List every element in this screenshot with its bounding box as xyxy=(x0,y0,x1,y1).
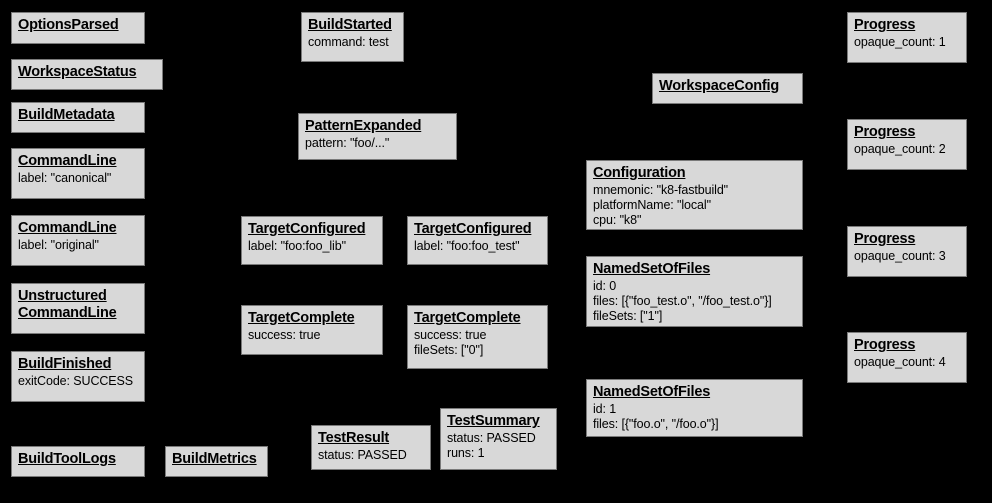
node-fields: opaque_count: 3 xyxy=(854,249,960,264)
node-title: PatternExpanded xyxy=(305,118,422,134)
node-fields: opaque_count: 2 xyxy=(854,142,960,157)
node-field: id: 0 xyxy=(593,279,617,294)
node-field: fileSets: ["0"] xyxy=(414,342,484,357)
node-title: NamedSetOfFiles xyxy=(593,384,711,400)
node-title: BuildStarted xyxy=(308,17,392,33)
node-title: Progress xyxy=(854,231,916,247)
node-field: exitCode: SUCCESS xyxy=(18,374,134,389)
node-title: CommandLine xyxy=(18,153,117,169)
node-build-metrics[interactable]: BuildMetrics xyxy=(165,446,268,477)
node-field: command: test xyxy=(308,35,389,50)
node-target-complete-lib[interactable]: TargetComplete success: true xyxy=(241,305,383,355)
node-workspace-config[interactable]: WorkspaceConfig xyxy=(652,73,803,104)
node-title: BuildMetadata xyxy=(18,107,115,123)
node-title: WorkspaceConfig xyxy=(659,78,780,94)
node-title: Unstructured CommandLine xyxy=(18,288,117,322)
node-title: OptionsParsed xyxy=(18,17,119,33)
node-fields: mnemonic: "k8-fastbuild"platformName: "l… xyxy=(593,183,796,227)
node-unstructured-command-line[interactable]: Unstructured CommandLine xyxy=(11,283,145,334)
node-title: Progress xyxy=(854,337,916,353)
node-field: mnemonic: "k8-fastbuild" xyxy=(593,183,729,198)
node-title: Configuration xyxy=(593,165,686,181)
node-build-tool-logs[interactable]: BuildToolLogs xyxy=(11,446,145,477)
node-target-configured-foo-test[interactable]: TargetConfigured label: "foo:foo_test" xyxy=(407,216,548,265)
node-fields: status: PASSED xyxy=(318,448,424,463)
node-field: success: true xyxy=(414,328,487,343)
node-fields: pattern: "foo/..." xyxy=(305,136,450,151)
node-field: platformName: "local" xyxy=(593,197,711,212)
node-progress-4[interactable]: Progress opaque_count: 4 xyxy=(847,332,967,383)
node-fields: success: true xyxy=(248,328,376,343)
node-pattern-expanded[interactable]: PatternExpanded pattern: "foo/..." xyxy=(298,113,457,160)
node-field: status: PASSED xyxy=(447,431,536,446)
node-build-finished[interactable]: BuildFinished exitCode: SUCCESS xyxy=(11,351,145,402)
node-field: id: 1 xyxy=(593,402,617,417)
node-target-configured-foo-lib[interactable]: TargetConfigured label: "foo:foo_lib" xyxy=(241,216,383,265)
node-progress-2[interactable]: Progress opaque_count: 2 xyxy=(847,119,967,170)
node-configuration[interactable]: Configuration mnemonic: "k8-fastbuild"pla… xyxy=(586,160,803,230)
node-field: success: true xyxy=(248,328,321,343)
node-field: opaque_count: 2 xyxy=(854,142,946,157)
node-title: Progress xyxy=(854,124,916,140)
node-progress-1[interactable]: Progress opaque_count: 1 xyxy=(847,12,967,63)
node-field: cpu: "k8" xyxy=(593,212,642,227)
node-options-parsed[interactable]: OptionsParsed xyxy=(11,12,145,44)
node-command-line-canonical[interactable]: CommandLine label: "canonical" xyxy=(11,148,145,199)
node-title: TargetConfigured xyxy=(248,221,366,237)
node-fields: opaque_count: 4 xyxy=(854,355,960,370)
node-title: TargetComplete xyxy=(414,310,521,326)
node-field: pattern: "foo/..." xyxy=(305,136,390,151)
node-title: TargetConfigured xyxy=(414,221,532,237)
node-title: CommandLine xyxy=(18,220,117,236)
node-field: status: PASSED xyxy=(318,448,407,463)
node-workspace-status[interactable]: WorkspaceStatus xyxy=(11,59,163,90)
node-title: BuildFinished xyxy=(18,356,112,372)
node-fields: opaque_count: 1 xyxy=(854,35,960,50)
node-fields: command: test xyxy=(308,35,397,50)
node-fields: exitCode: SUCCESS xyxy=(18,374,138,389)
node-title: NamedSetOfFiles xyxy=(593,261,711,277)
node-title: TestResult xyxy=(318,430,390,446)
node-progress-3[interactable]: Progress opaque_count: 3 xyxy=(847,226,967,277)
node-title: TargetComplete xyxy=(248,310,355,326)
node-field: fileSets: ["1"] xyxy=(593,308,663,323)
node-field: runs: 1 xyxy=(447,445,485,460)
node-field: opaque_count: 3 xyxy=(854,249,946,264)
node-test-result[interactable]: TestResult status: PASSED xyxy=(311,425,431,470)
node-title: TestSummary xyxy=(447,413,540,429)
node-build-metadata[interactable]: BuildMetadata xyxy=(11,102,145,133)
node-field: label: "original" xyxy=(18,238,99,253)
node-fields: label: "canonical" xyxy=(18,171,138,186)
node-fields: label: "foo:foo_lib" xyxy=(248,239,376,254)
node-title: BuildToolLogs xyxy=(18,451,116,467)
node-fields: label: "original" xyxy=(18,238,138,253)
node-title: WorkspaceStatus xyxy=(18,64,137,80)
node-field: label: "canonical" xyxy=(18,171,112,186)
node-field: opaque_count: 1 xyxy=(854,35,946,50)
node-field: opaque_count: 4 xyxy=(854,355,946,370)
node-field: files: [{"foo_test.o", "/foo_test.o"}] xyxy=(593,293,772,308)
node-command-line-original[interactable]: CommandLine label: "original" xyxy=(11,215,145,266)
node-title: Progress xyxy=(854,17,916,33)
node-field: files: [{"foo.o", "/foo.o"}] xyxy=(593,416,719,431)
node-field: label: "foo:foo_lib" xyxy=(248,239,346,254)
node-build-started[interactable]: BuildStarted command: test xyxy=(301,12,404,62)
node-fields: label: "foo:foo_test" xyxy=(414,239,541,254)
node-title: BuildMetrics xyxy=(172,451,257,467)
node-field: label: "foo:foo_test" xyxy=(414,239,520,254)
